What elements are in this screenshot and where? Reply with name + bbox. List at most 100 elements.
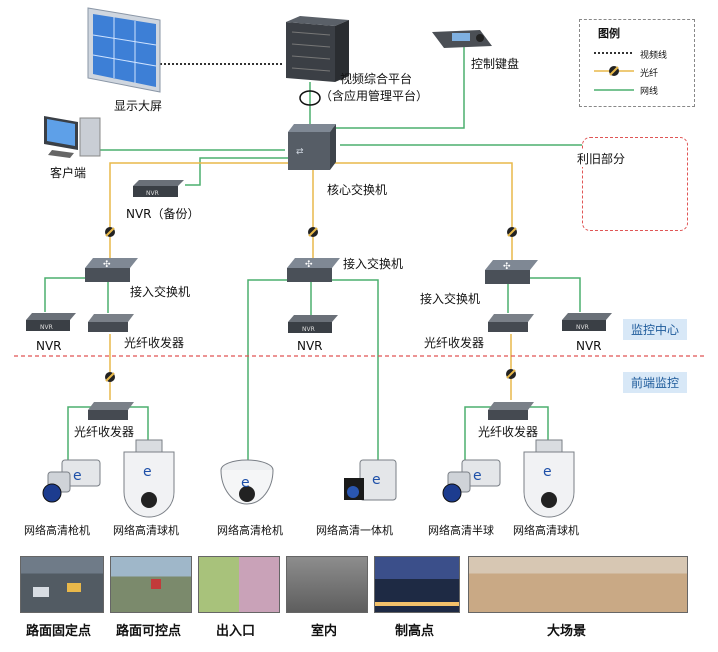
nvr-icon: NVR: [26, 313, 76, 331]
right-transceiver-label: 光纤收发器: [424, 336, 485, 350]
scene-photo-entrance: [198, 556, 280, 613]
keyboard-core-link: [330, 45, 465, 129]
left-nvr-label: NVR: [36, 339, 62, 353]
svg-text:e: e: [473, 468, 482, 484]
access-switch-icon: ✣: [287, 258, 340, 282]
scene-caption: 室内: [311, 624, 338, 639]
fiber-transceiver-icon: [88, 314, 134, 332]
core-switch-icon: ⇄: [288, 124, 336, 170]
fiber-transceiver-icon: [88, 402, 134, 420]
scene-photo-road-fixed: [20, 556, 104, 613]
nvr-backup-label: NVR（备份）: [126, 207, 200, 221]
svg-text:NVR: NVR: [146, 190, 159, 197]
left-switch-nvr: [44, 277, 95, 312]
display-wall-icon: [87, 7, 161, 93]
svg-text:NVR: NVR: [576, 324, 589, 331]
control-keyboard-icon: [432, 30, 492, 48]
scene-caption: 制高点: [395, 624, 435, 639]
mid-switch-label: 接入交换机: [343, 257, 404, 271]
access-switch-icon: ✣: [485, 260, 538, 284]
fiber-transceiver-icon: [488, 314, 534, 332]
camera-caption: 网络高清枪机: [24, 524, 90, 537]
mid-to-gun: [247, 279, 295, 460]
fiber-connector-icon: [506, 369, 516, 379]
fiber-connector-icon: [105, 372, 115, 382]
video-platform-sublabel: （含应用管理平台）: [320, 89, 429, 103]
svg-text:e: e: [241, 475, 250, 491]
legend-item-fiber: 光纤: [640, 69, 659, 79]
fiber-transceiver-icon: [488, 402, 534, 420]
left-to-dome: [125, 406, 149, 445]
legend: 图例 视频线 光纤 网线: [579, 19, 695, 107]
box-camera-icon: e: [344, 459, 397, 501]
mid-nvr-label: NVR: [297, 339, 323, 353]
reuse-section: 利旧部分: [575, 137, 688, 231]
left-transceiver-label: 光纤收发器: [124, 336, 185, 350]
scene-photo-road-controllable: [110, 556, 192, 613]
svg-text:e: e: [143, 464, 152, 480]
mid-to-box: [330, 279, 379, 462]
client-core-link: [94, 145, 285, 151]
legend-title: 图例: [598, 27, 620, 40]
right-switch-nvr: [530, 277, 581, 312]
nvr-icon: NVR: [288, 315, 338, 333]
svg-text:e: e: [543, 464, 552, 480]
svg-text:e: e: [372, 472, 381, 488]
scene-photo-highpoint: [374, 556, 460, 613]
scene-caption: 路面可控点: [116, 624, 182, 639]
svg-text:NVR: NVR: [302, 326, 315, 333]
svg-text:NVR: NVR: [40, 324, 53, 331]
right-nvr-label: NVR: [576, 339, 602, 353]
svg-text:✣: ✣: [305, 260, 313, 270]
fiber-core-right: [330, 162, 513, 262]
client-label: 客户端: [50, 166, 87, 180]
fiber-connector-icon: [308, 227, 318, 237]
camera-caption: 网络高清球机: [513, 524, 579, 537]
core-nvr-backup-link: [185, 157, 290, 186]
gun-camera-icon: e: [42, 459, 101, 503]
video-platform-label: 视频综合平台: [340, 72, 413, 86]
video-platform-icon: [286, 16, 349, 82]
svg-text:✣: ✣: [103, 260, 111, 270]
scene-photo-indoor: [286, 556, 368, 613]
speed-dome-icon: e: [123, 439, 175, 518]
link-aggregation-ring: [299, 90, 321, 106]
display-wall-label: 显示大屏: [114, 99, 163, 113]
scene-caption: 出入口: [216, 624, 256, 639]
fiber-connector-icon: [507, 227, 517, 237]
right-to-dome: [528, 406, 549, 445]
left-transceiver-bottom-label: 光纤收发器: [74, 425, 135, 439]
reuse-section-label: 利旧部分: [575, 150, 628, 167]
nvr-backup-icon: NVR: [133, 180, 184, 197]
svg-text:e: e: [73, 468, 82, 484]
scene-caption: 大场景: [547, 624, 587, 639]
camera-caption: 网络高清枪机: [217, 524, 283, 537]
client-pc-icon: [44, 116, 101, 158]
camera-caption: 网络高清球机: [113, 524, 179, 537]
right-switch-label: 接入交换机: [420, 292, 481, 306]
right-transceiver-bottom-label: 光纤收发器: [478, 425, 539, 439]
legend-item-lan: 网线: [640, 87, 659, 97]
half-dome-camera-icon: e: [442, 459, 501, 503]
scene-caption: 路面固定点: [26, 624, 92, 639]
left-switch-label: 接入交换机: [130, 285, 191, 299]
core-switch-label: 核心交换机: [327, 183, 388, 197]
camera-caption: 网络高清一体机: [316, 524, 393, 537]
svg-text:⇄: ⇄: [296, 147, 304, 157]
left-to-gun: [67, 406, 95, 468]
zone-monitor-center: 监控中心: [623, 319, 688, 340]
legend-swatches: [594, 52, 634, 91]
access-switch-icon: ✣: [85, 258, 138, 282]
indoor-dome-icon: e: [220, 459, 274, 505]
nvr-icon: NVR: [562, 313, 612, 331]
legend-item-video: 视频线: [640, 51, 668, 61]
scene-photo-large-venue: [468, 556, 688, 613]
control-keyboard-label: 控制键盘: [471, 57, 520, 71]
fiber-connector-icon: [105, 227, 115, 237]
zone-frontend: 前端监控: [623, 372, 688, 393]
speed-dome-icon: e: [523, 439, 575, 518]
camera-caption: 网络高清半球: [428, 524, 494, 537]
right-to-halfdome: [464, 406, 495, 462]
